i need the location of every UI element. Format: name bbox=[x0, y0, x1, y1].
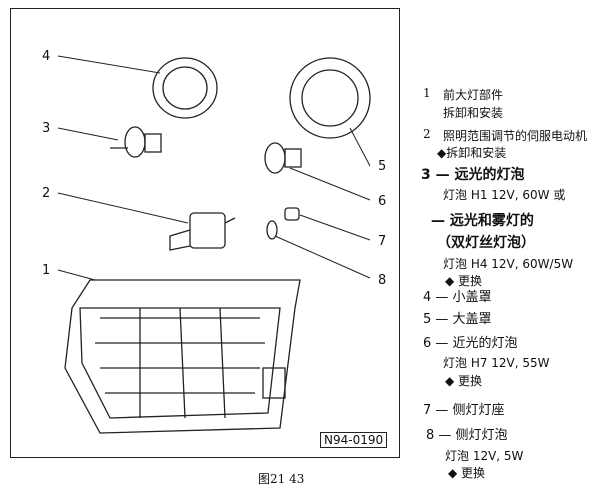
side-lamp-drawing bbox=[266, 207, 300, 240]
legend-7-title: 7 — 侧灯灯座 bbox=[423, 403, 505, 418]
figure-code: N94-0190 bbox=[320, 432, 388, 448]
legend-6-bulb: 灯泡 H7 12V, 55W bbox=[443, 356, 550, 370]
legend-6-action: ◆ 更换 bbox=[445, 374, 483, 388]
legend-2-title: 照明范围调节的伺服电动机 bbox=[443, 129, 588, 143]
leader-lines bbox=[57, 55, 371, 281]
legend-6-title: 6 — 近光的灯泡 bbox=[423, 336, 518, 351]
legend-8-action: ◆ 更换 bbox=[448, 466, 486, 480]
large-cover-drawing bbox=[289, 57, 371, 139]
callout-8: 8 bbox=[378, 273, 386, 288]
callout-3: 3 bbox=[42, 121, 50, 136]
legend-1-sub: 拆卸和安装 bbox=[443, 106, 504, 120]
legend-3-action: ◆ 更换 bbox=[445, 274, 483, 288]
callout-5: 5 bbox=[378, 159, 386, 174]
legend-2-sub: ◆拆卸和安装 bbox=[437, 146, 507, 160]
legend-3-alt-note: （双灯丝灯泡） bbox=[437, 235, 535, 251]
legend-5-title: 5 — 大盖罩 bbox=[423, 312, 492, 327]
diagram-frame bbox=[10, 8, 400, 458]
legend-2-num: 2 bbox=[423, 127, 431, 141]
callout-1: 1 bbox=[42, 263, 50, 278]
bulb-h7-drawing bbox=[264, 142, 302, 174]
legend-3-alt-bulb: 灯泡 H4 12V, 60W/5W bbox=[443, 257, 574, 271]
figure-caption: 图21 43 bbox=[258, 472, 305, 486]
callout-6: 6 bbox=[378, 194, 386, 209]
bulb-h1-h4-drawing bbox=[110, 126, 162, 158]
callout-numbers: 4 3 2 1 5 6 7 8 bbox=[42, 49, 386, 288]
headlamp-exploded-diagram: 4 3 2 1 5 6 7 8 bbox=[42, 49, 386, 434]
legend-3-alt-title: — 远光和雾灯的 bbox=[431, 213, 534, 229]
legend-8-title: 8 — 侧灯灯泡 bbox=[426, 428, 508, 443]
callout-4: 4 bbox=[42, 49, 50, 64]
headlamp-housing-drawing bbox=[64, 279, 301, 434]
legend-3-bulb: 灯泡 H1 12V, 60W 或 bbox=[443, 188, 566, 202]
legend-8-bulb: 灯泡 12V, 5W bbox=[445, 449, 524, 463]
legend-4-title: 4 — 小盖罩 bbox=[423, 290, 492, 305]
callout-2: 2 bbox=[42, 186, 50, 201]
small-cover-drawing bbox=[152, 57, 218, 119]
legend-1-title: 前大灯部件 bbox=[443, 88, 504, 102]
callout-7: 7 bbox=[378, 234, 386, 249]
legend-3-title: 3 — 远光的灯泡 bbox=[421, 167, 525, 183]
legend-1-num: 1 bbox=[423, 86, 431, 100]
servo-motor-drawing bbox=[169, 212, 236, 251]
